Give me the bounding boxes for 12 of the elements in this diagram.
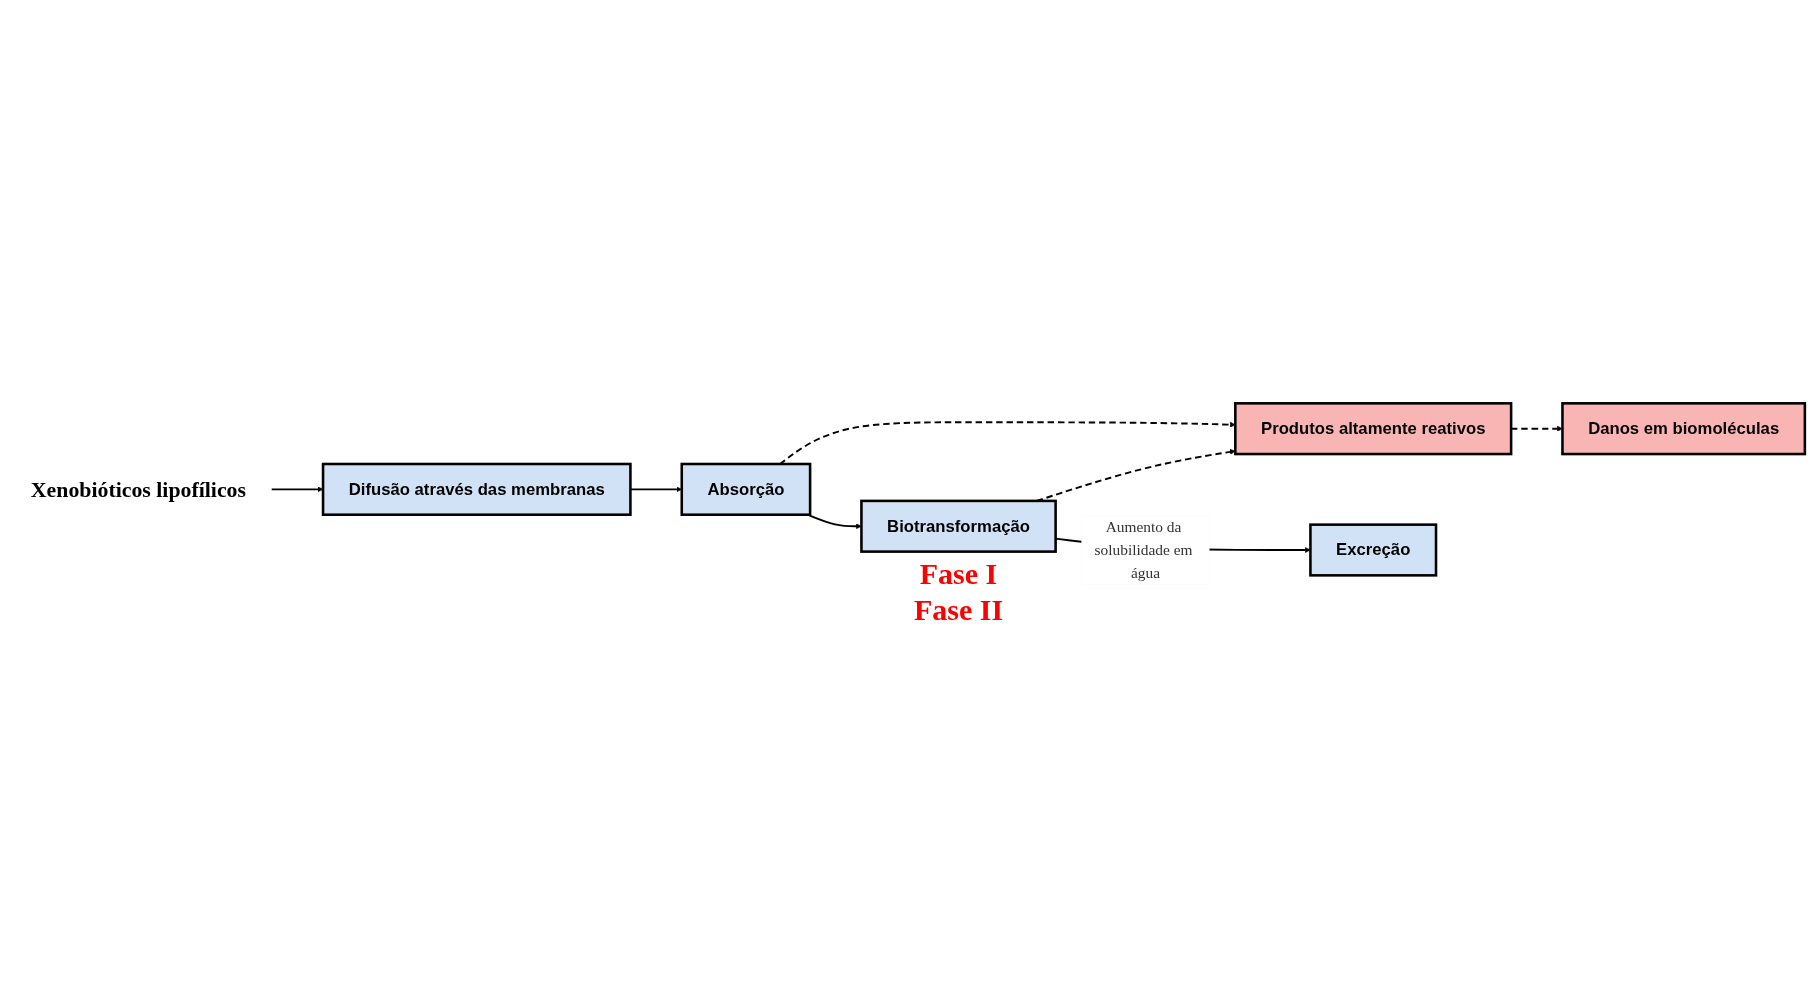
arrow: [270, 486, 324, 493]
phase-label: Fase I: [918, 555, 999, 592]
node-box: Absorção: [680, 462, 812, 516]
node-box: Biotransformação: [860, 499, 1057, 553]
edge-label: Aumento da solubilidade em água: [1094, 518, 1193, 582]
node-box: Difusão através das membranas: [321, 462, 632, 516]
node-box: Excreção: [1309, 523, 1438, 577]
arrow: [806, 513, 862, 530]
node-box: Danos em biomoléculas: [1561, 402, 1807, 456]
node-text: Xenobióticos lipofílicos: [30, 477, 247, 502]
node-box: Produtos altamente reativos: [1234, 402, 1513, 456]
phase-label: Fase II: [913, 591, 1004, 628]
